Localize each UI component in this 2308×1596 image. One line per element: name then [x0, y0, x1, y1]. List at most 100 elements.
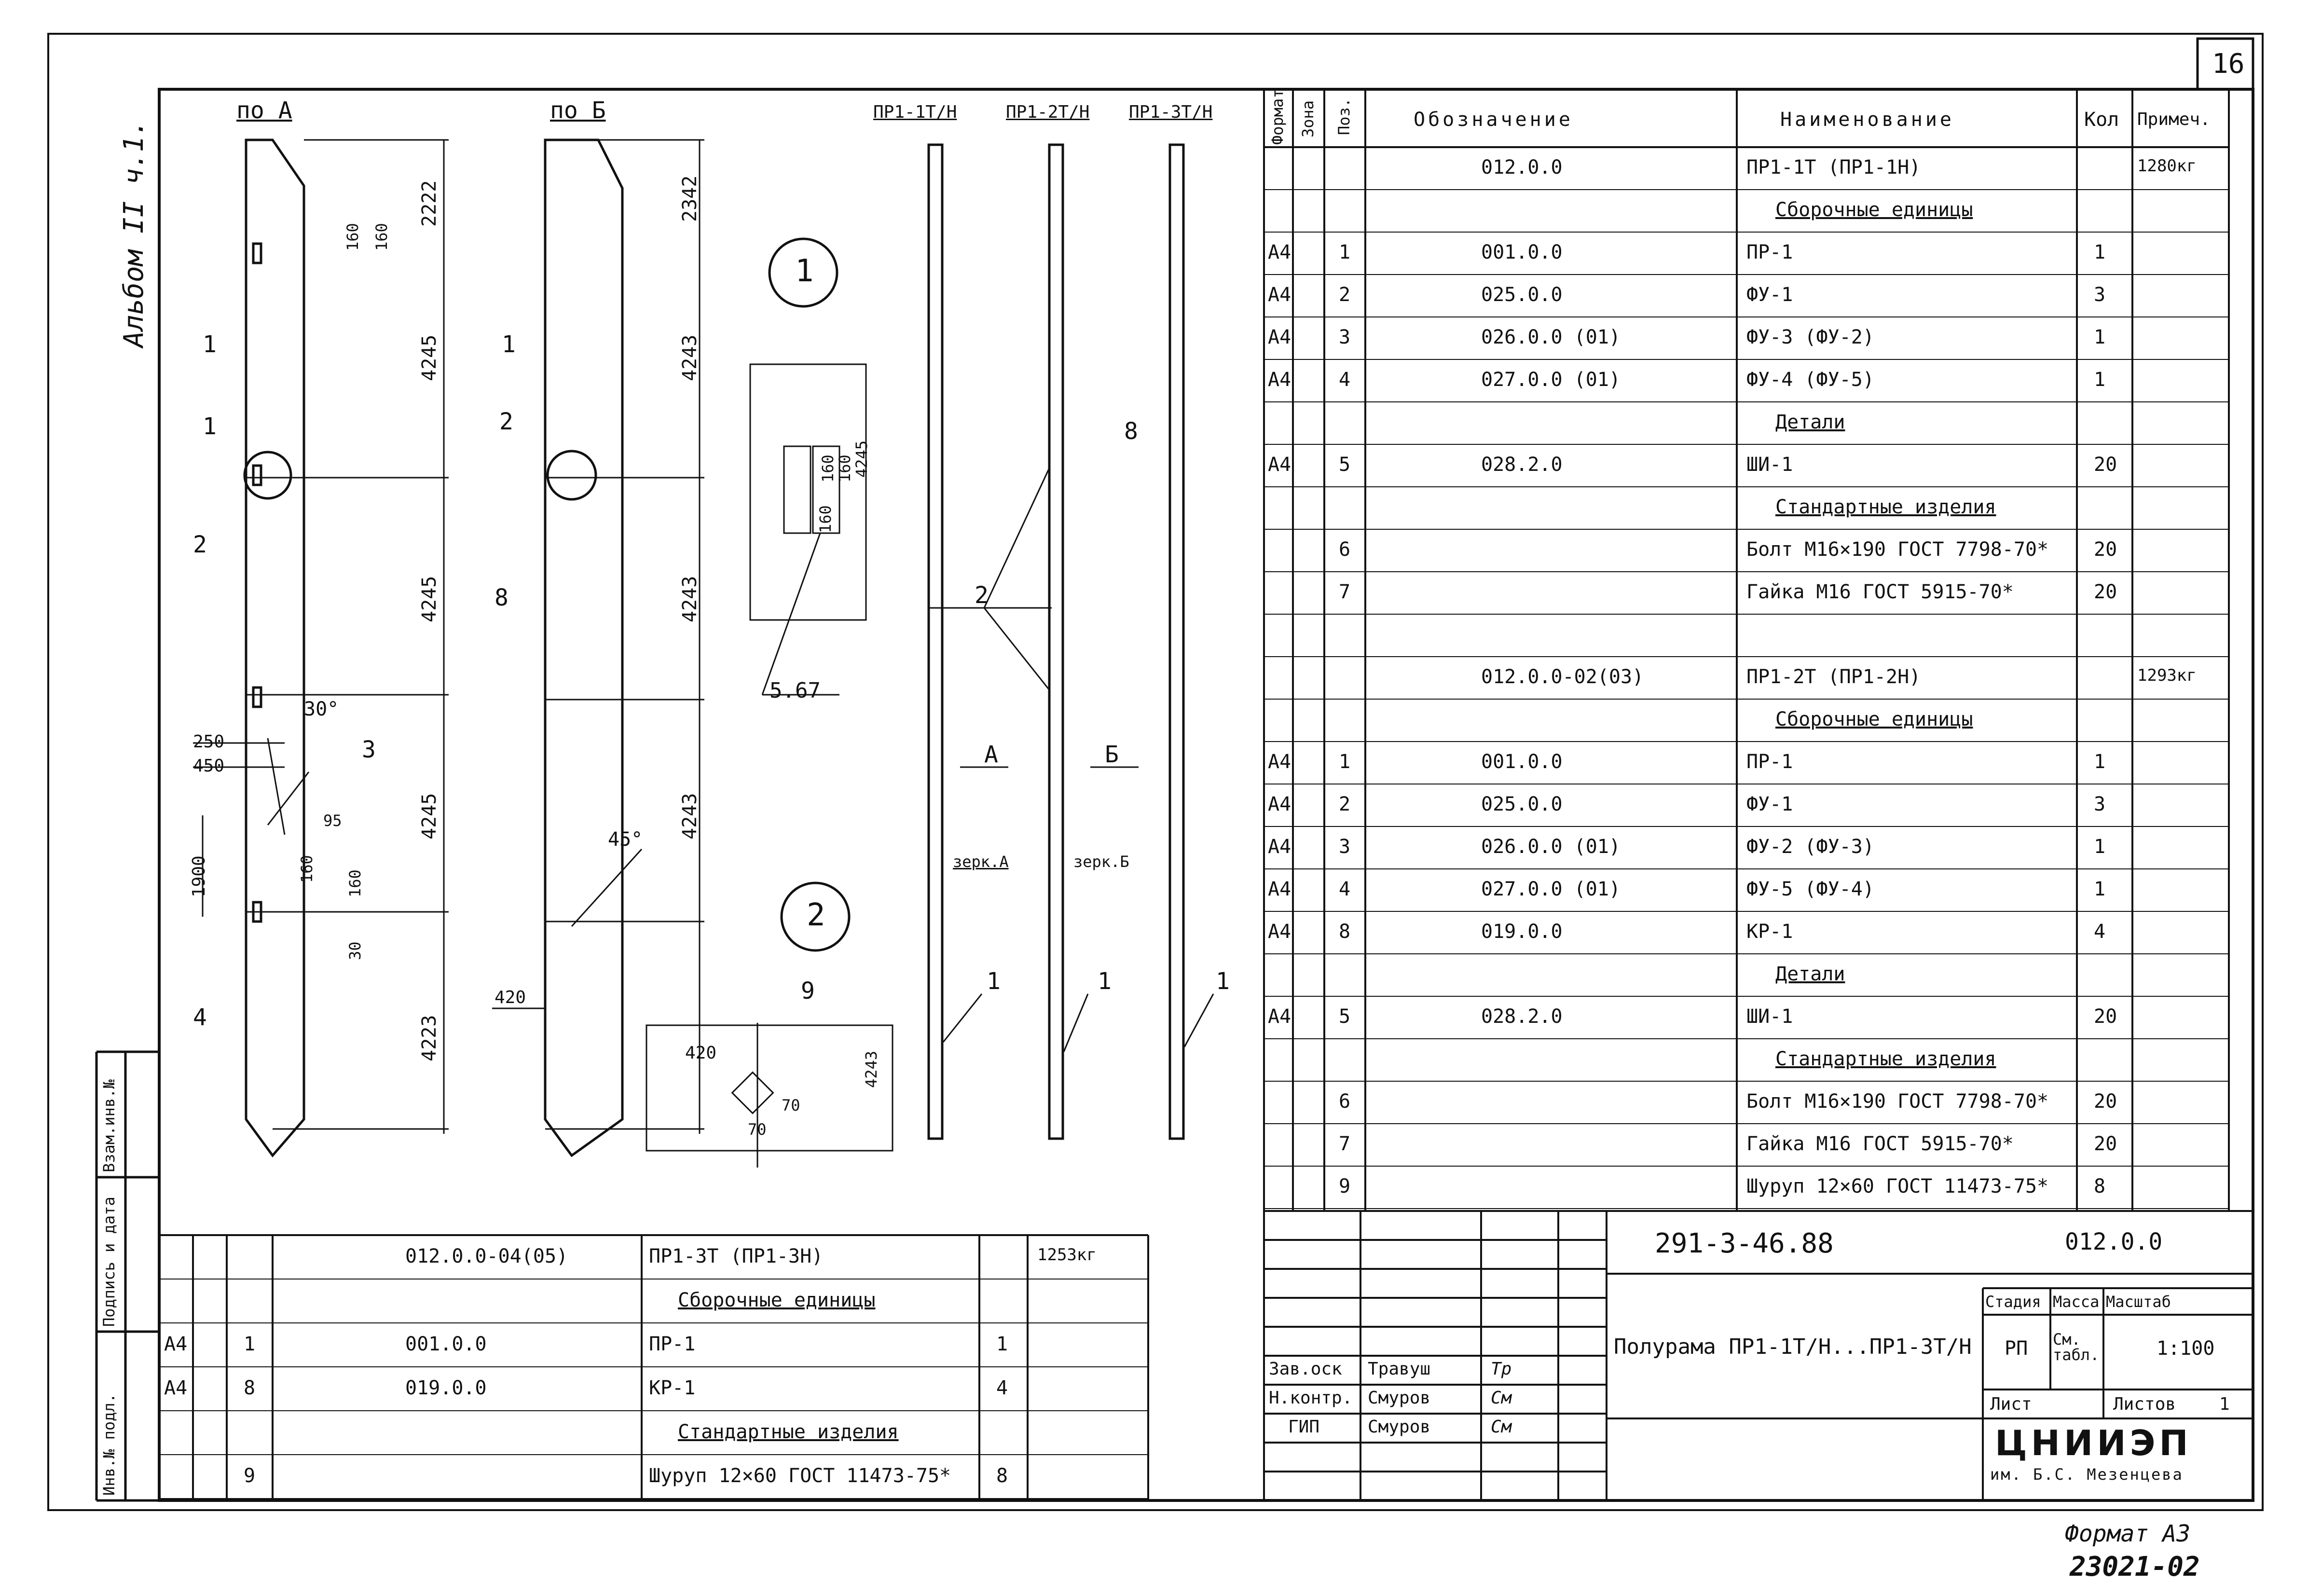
- spec-cell-qty: 8: [2094, 1175, 2106, 1197]
- sheet-label: Лист: [1990, 1394, 2032, 1414]
- outer-frame: [47, 33, 2264, 1511]
- callout-frame-1b: 1: [1098, 968, 1112, 995]
- spec-cell-des: 028.2.0: [1481, 454, 1563, 476]
- role-2-name: Смуров: [1368, 1388, 1431, 1408]
- spec-cell-des: 012.0.0-02(03): [1481, 666, 1644, 688]
- dim-a-160b: 160: [372, 223, 391, 251]
- title-block-grid: [1263, 1210, 2253, 1500]
- spec-cell-f: А4: [1268, 751, 1291, 773]
- spec-cell-qty: 1: [2094, 751, 2106, 773]
- spec-cell-name: Болт М16×190 ГОСТ 7798-70*: [1746, 538, 2049, 561]
- hdr-mass: Масса: [2053, 1293, 2100, 1311]
- spec-cell-qty: 20: [2094, 538, 2117, 561]
- spec-cell-pos: 5: [1339, 1005, 1351, 1028]
- callout-frame-8: 8: [1124, 418, 1138, 445]
- spec-cell-pos: 2: [1339, 284, 1351, 306]
- spec-cell-des: 026.0.0 (01): [1481, 836, 1621, 858]
- spec-cell-qty: 1: [2094, 241, 2106, 263]
- spec-cell-des: 001.0.0: [1481, 241, 1563, 263]
- spec-cell-name: ШИ-1: [1746, 1005, 1793, 1028]
- dim-a-160d: 160: [346, 869, 364, 897]
- spec-cell-qty: 3: [2094, 284, 2106, 306]
- role-2-sign: См: [1491, 1388, 1512, 1408]
- dim-b-4243-1: 4243: [679, 334, 701, 381]
- frame-label-3: ПР1-3Т/Н: [1129, 102, 1213, 122]
- spec-row-lines: [1264, 189, 2229, 1209]
- spec-cell-f: А4: [1268, 921, 1291, 943]
- dim-a-160: 160: [343, 223, 362, 251]
- spec-cell-des: 019.0.0: [1481, 921, 1563, 943]
- dim-b-4243-3: 4243: [679, 793, 701, 839]
- beam-view-a: [193, 138, 449, 1158]
- spec-cell-pos: 4: [1339, 369, 1351, 391]
- spec-cell-name: ПР-1: [1746, 751, 1793, 773]
- spec-cell-qty: 8: [996, 1464, 1008, 1487]
- spec-cell-name: ФУ-4 (ФУ-5): [1746, 369, 1874, 391]
- spec-cell-qty: 3: [2094, 793, 2106, 815]
- spec-cell-des: 019.0.0: [405, 1376, 487, 1399]
- spec-cell-name: Детали: [1775, 411, 1845, 433]
- spec-cell-name: ПР1-1Т (ПР1-1Н): [1746, 156, 1921, 179]
- sheet-number: 16: [2212, 48, 2245, 80]
- spec-cell-des: 027.0.0 (01): [1481, 369, 1621, 391]
- callout-frame-1c: 1: [1216, 968, 1230, 995]
- spec-cell-qty: 1: [996, 1333, 1008, 1355]
- spec-cell-pos: 1: [1339, 751, 1351, 773]
- role-3: ГИП: [1288, 1417, 1320, 1437]
- dim-a-1900: 1900: [189, 855, 209, 897]
- mass-value: См. табл.: [2053, 1330, 2100, 1364]
- dim-b-420: 420: [495, 988, 526, 1007]
- spec-cell-qty: 20: [2094, 581, 2117, 603]
- spec-cell-pos: 2: [1339, 793, 1351, 815]
- spec-cell-name: Сборочные единицы: [1775, 708, 1973, 730]
- callout-1a: 1: [203, 331, 217, 358]
- node-2-detail: [646, 1023, 893, 1168]
- spec-cell-pos: 6: [1339, 1090, 1351, 1113]
- spec-cell-pos: 8: [244, 1376, 256, 1399]
- dim-a-4223: 4223: [418, 1015, 440, 1061]
- spec-cell-name: КР-1: [649, 1376, 696, 1399]
- dim-a-4245-1: 4245: [418, 334, 440, 381]
- dim-a-4245-2: 4245: [418, 576, 440, 622]
- spec-header-designation: Обозначение: [1414, 109, 1573, 131]
- spec-cell-name: ФУ-1: [1746, 284, 1793, 306]
- spec-cell-f: А4: [1268, 326, 1291, 348]
- spec-cell-name: Стандартные изделия: [1775, 496, 1996, 518]
- dim-b-2342: 2342: [679, 175, 701, 222]
- mirror-b-label: зерк.Б: [1073, 853, 1129, 871]
- view-b-label: по Б: [550, 97, 606, 124]
- doc-code: 291-3-46.88: [1655, 1228, 1834, 1259]
- spec-cell-pos: 4: [1339, 878, 1351, 900]
- spec-cell-pos: 5: [1339, 454, 1351, 476]
- stamp-replace: Взам.инв.№: [100, 1079, 118, 1172]
- spec-grid: [1263, 89, 2230, 1211]
- frames: [927, 143, 1214, 1140]
- frame-label-2: ПР1-2Т/Н: [1006, 102, 1090, 122]
- spec-cell-f: А4: [1268, 793, 1291, 815]
- callout-b-8: 8: [495, 584, 508, 611]
- dim-a-2222: 2222: [418, 180, 440, 227]
- spec-cell-name: Стандартные изделия: [678, 1420, 899, 1443]
- node1-dim-160a: 160: [819, 454, 837, 482]
- spec-cell-f: А4: [1268, 241, 1291, 263]
- node-1-circle: [768, 237, 838, 308]
- spec-cell-name: ПР-1: [1746, 241, 1793, 263]
- dim-a-30: 30: [346, 941, 364, 960]
- spec2-row-lines: [159, 1279, 1148, 1499]
- spec-cell-f: А4: [164, 1333, 188, 1355]
- spec-cell-f: А4: [1268, 369, 1291, 391]
- node1-dim-4245: 4245: [852, 440, 871, 478]
- node-1-label: 1: [795, 253, 814, 289]
- node1-ref: 5.67: [769, 678, 821, 703]
- node-2-circle: [780, 881, 851, 952]
- mirror-a-label: зерк.А: [953, 853, 1009, 871]
- format-label: Формат А3: [2065, 1520, 2191, 1547]
- inner-frame: [158, 88, 2254, 1502]
- scale-value: 1:100: [2157, 1337, 2215, 1360]
- stage-value: РП: [2005, 1337, 2028, 1360]
- spec-cell-qty: 1: [2094, 369, 2106, 391]
- role-3-sign: См: [1491, 1417, 1512, 1437]
- beam-view-b: [492, 138, 704, 1157]
- spec-cell-name: Сборочные единицы: [1775, 199, 1973, 221]
